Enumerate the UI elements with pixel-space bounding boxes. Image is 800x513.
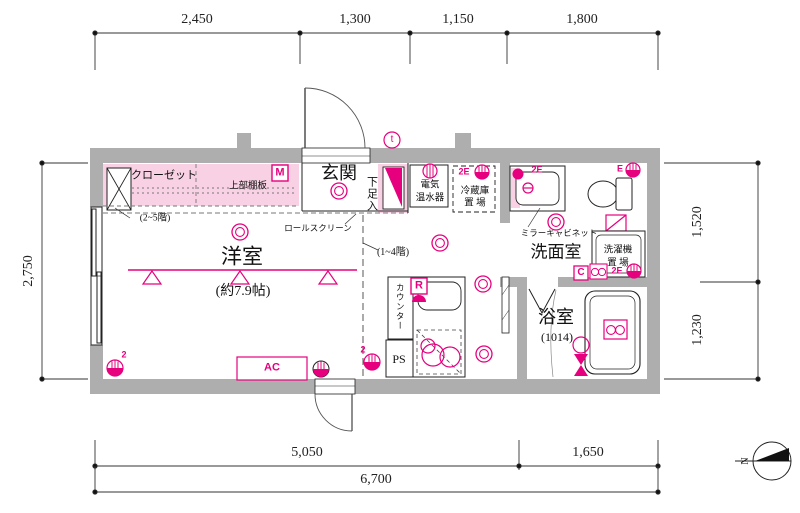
room-main: 洋室 bbox=[221, 244, 263, 269]
label-shoe-box: 下足入 bbox=[365, 176, 378, 212]
range-outlet-icon bbox=[412, 295, 426, 302]
label-fridge-1: 冷蔵庫 bbox=[460, 186, 490, 197]
dim-top-2: 1,300 bbox=[339, 12, 371, 27]
dim-top-3: 1,150 bbox=[442, 12, 474, 27]
entrance-area bbox=[301, 131, 409, 225]
dim-bottom-1: 5,050 bbox=[291, 445, 323, 460]
bath-drain-icon bbox=[572, 336, 590, 376]
fridge-space bbox=[452, 165, 496, 213]
mark-north: N bbox=[740, 457, 751, 465]
r-mark-box bbox=[410, 277, 428, 295]
label-heater-1: 電気 bbox=[420, 180, 440, 191]
mirror-leader bbox=[527, 207, 541, 228]
mark-m: M bbox=[275, 166, 285, 179]
dim-top-1: 2,450 bbox=[181, 12, 213, 27]
burner-icon bbox=[420, 338, 436, 354]
t-mark-circle bbox=[383, 131, 401, 149]
entrance-door bbox=[301, 87, 371, 164]
mark-2-left: 2 bbox=[121, 349, 127, 360]
outlet-icon bbox=[626, 263, 642, 279]
outlet-icon bbox=[312, 360, 330, 378]
mark-2-kitchen: 2 bbox=[360, 344, 366, 355]
outlet-icon bbox=[625, 162, 641, 178]
mark-2e-washer: 2E bbox=[611, 265, 623, 276]
label-ac: AC bbox=[264, 361, 280, 374]
dim-left: 2,750 bbox=[21, 255, 36, 287]
burner-icon bbox=[439, 346, 461, 368]
label-closet: クローゼット bbox=[131, 169, 197, 182]
light-icon bbox=[231, 223, 249, 241]
outlet-icon bbox=[363, 353, 381, 371]
outlet-icon bbox=[422, 163, 438, 179]
label-floors-partition: (1~4階) bbox=[376, 247, 410, 258]
mark-2e-fridge: 2E bbox=[458, 166, 470, 177]
dim-top-4: 1,800 bbox=[566, 12, 598, 27]
room-bathroom: 浴室 bbox=[538, 307, 574, 327]
sliding-door bbox=[501, 276, 510, 334]
label-fridge-2: 置 場 bbox=[464, 198, 486, 209]
room-entrance: 玄関 bbox=[321, 163, 357, 183]
c-mark-box bbox=[573, 265, 589, 281]
sink-basin bbox=[515, 171, 560, 206]
bathroom-fixtures bbox=[528, 288, 641, 378]
sink-outlet-icon bbox=[512, 168, 524, 180]
toilet-bowl bbox=[587, 180, 619, 208]
outlet-icon bbox=[474, 164, 490, 180]
light-icon bbox=[475, 345, 493, 363]
walls bbox=[90, 133, 660, 394]
ac-box bbox=[236, 356, 308, 381]
light-icon bbox=[547, 213, 565, 231]
label-counter: カウンター bbox=[395, 283, 406, 331]
dim-bottom-2: 1,650 bbox=[572, 445, 604, 460]
mark-e: E bbox=[616, 163, 624, 174]
light-icon bbox=[431, 234, 449, 252]
counter bbox=[387, 276, 414, 340]
dim-right-2: 1,230 bbox=[690, 314, 705, 346]
room-bathroom-size: (1014) bbox=[541, 330, 573, 344]
label-washer-2: 置 場 bbox=[607, 258, 629, 269]
label-mirror-cabinet: ミラーキャビネット bbox=[520, 227, 598, 238]
pipe-space bbox=[385, 339, 414, 378]
light-icon bbox=[330, 182, 348, 200]
north-compass bbox=[735, 441, 792, 481]
shoe-cabinet-symbol bbox=[385, 168, 402, 207]
toilet-tank bbox=[615, 177, 633, 211]
mark-c: C bbox=[577, 267, 585, 278]
label-ps: PS bbox=[392, 352, 406, 366]
label-washer-1: 洗濯機 bbox=[603, 245, 633, 256]
ceiling-lights bbox=[231, 182, 565, 363]
outlet-icon bbox=[106, 359, 124, 377]
outlet-icons bbox=[106, 162, 642, 378]
burner-icon bbox=[421, 343, 445, 367]
label-heater-2: 温水器 bbox=[415, 193, 445, 204]
north-arrow bbox=[755, 448, 789, 461]
bottom-door bbox=[314, 378, 356, 432]
label-shelf: 上部棚板 bbox=[228, 181, 268, 192]
dim-right-1: 1,520 bbox=[690, 206, 705, 238]
folding-door bbox=[528, 288, 556, 315]
label-floors-closet: (2~5階) bbox=[139, 213, 171, 224]
washroom-fixtures bbox=[501, 165, 646, 334]
room-main-size: (約7.9帖) bbox=[215, 284, 271, 299]
light-icon bbox=[474, 275, 492, 293]
label-roll-screen: ロールスクリーン bbox=[284, 222, 352, 233]
mark-2e-sink: 2E bbox=[531, 164, 543, 175]
mark-r: R bbox=[415, 279, 423, 292]
dim-total: 6,700 bbox=[360, 472, 392, 487]
room-washroom: 洗面室 bbox=[530, 242, 582, 262]
mark-t: t bbox=[390, 134, 394, 145]
kitchen bbox=[385, 276, 466, 378]
dimension-lines bbox=[39, 30, 761, 495]
window-left bbox=[90, 206, 103, 346]
main-room bbox=[128, 215, 379, 381]
